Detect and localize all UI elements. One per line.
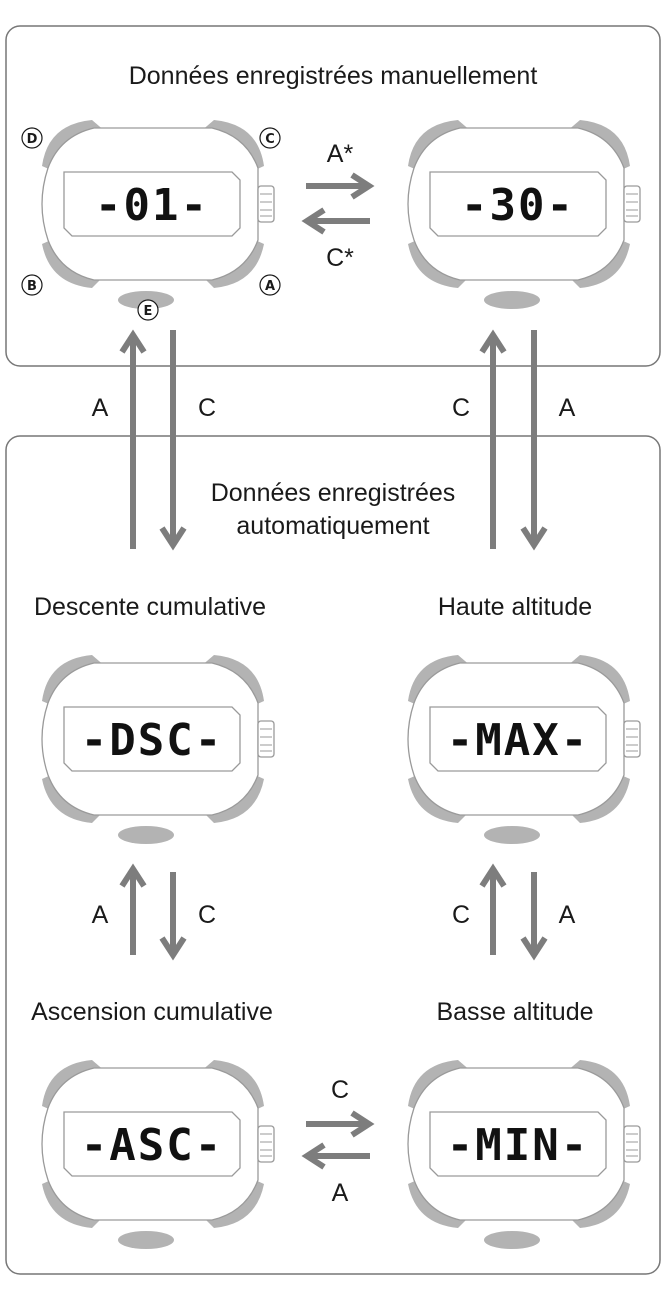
svg-text:A: A	[265, 279, 275, 294]
arrow-right-mid-up	[479, 863, 507, 955]
auto-section-frame	[5, 435, 661, 1275]
label-low: Basse altitude	[436, 998, 593, 1026]
label-right-mid-down: A	[559, 901, 576, 929]
svg-text:D: D	[27, 132, 38, 147]
label-manual-forward: A*	[327, 140, 354, 168]
arrow-left-mid-up	[119, 863, 147, 955]
arrow-manual-forward	[306, 172, 375, 200]
label-right-mid-up: C	[452, 901, 470, 929]
arrow-right-mid-down	[520, 872, 548, 961]
label-right-up: C	[452, 394, 470, 422]
label-right-down: A	[559, 394, 576, 422]
auto-section-title-line1: Données enregistrées	[211, 479, 456, 507]
arrow-left-up	[119, 329, 147, 549]
svg-text:B: B	[27, 279, 37, 294]
button-a-label: A	[259, 274, 281, 296]
label-bottom-forward: C	[331, 1076, 349, 1104]
lcd-low: -MIN-	[447, 1120, 589, 1171]
arrow-bottom-back	[301, 1142, 370, 1170]
arrow-right-down	[520, 330, 548, 551]
svg-text:C: C	[265, 132, 275, 147]
manual-section-title: Données enregistrées manuellement	[129, 62, 538, 90]
label-left-mid-up: A	[92, 901, 109, 929]
label-manual-back: C*	[326, 244, 354, 272]
label-descent: Descente cumulative	[34, 593, 266, 621]
lcd-descent: -DSC-	[81, 715, 223, 766]
lcd-manual-first: -01-	[95, 180, 209, 231]
label-left-up: A	[92, 394, 109, 422]
button-d-label: D	[21, 127, 43, 149]
arrow-bottom-forward	[306, 1110, 375, 1138]
button-e-label: E	[137, 299, 159, 321]
watch-descent: -DSC-	[41, 654, 275, 845]
label-ascent: Ascension cumulative	[31, 998, 273, 1026]
arrow-left-down	[159, 330, 187, 551]
watch-low: -MIN-	[407, 1059, 641, 1250]
watch-manual-first: -01-	[41, 119, 275, 310]
arrow-right-up	[479, 329, 507, 549]
lcd-manual-last: -30-	[461, 180, 575, 231]
lcd-high: -MAX-	[447, 715, 589, 766]
arrow-left-mid-down	[159, 872, 187, 961]
manual-section-frame	[5, 25, 661, 367]
watch-ascent: -ASC-	[41, 1059, 275, 1250]
lcd-ascent: -ASC-	[81, 1120, 223, 1171]
auto-section-title-line2: automatiquement	[236, 512, 429, 540]
label-left-down: C	[198, 394, 216, 422]
label-left-mid-down: C	[198, 901, 216, 929]
watch-high: -MAX-	[407, 654, 641, 845]
svg-text:E: E	[144, 304, 153, 319]
watch-manual-last: -30-	[407, 119, 641, 310]
label-high: Haute altitude	[438, 593, 592, 621]
button-b-label: B	[21, 274, 43, 296]
arrow-manual-back	[301, 207, 370, 235]
label-bottom-back: A	[332, 1179, 349, 1207]
button-c-label: C	[259, 127, 281, 149]
